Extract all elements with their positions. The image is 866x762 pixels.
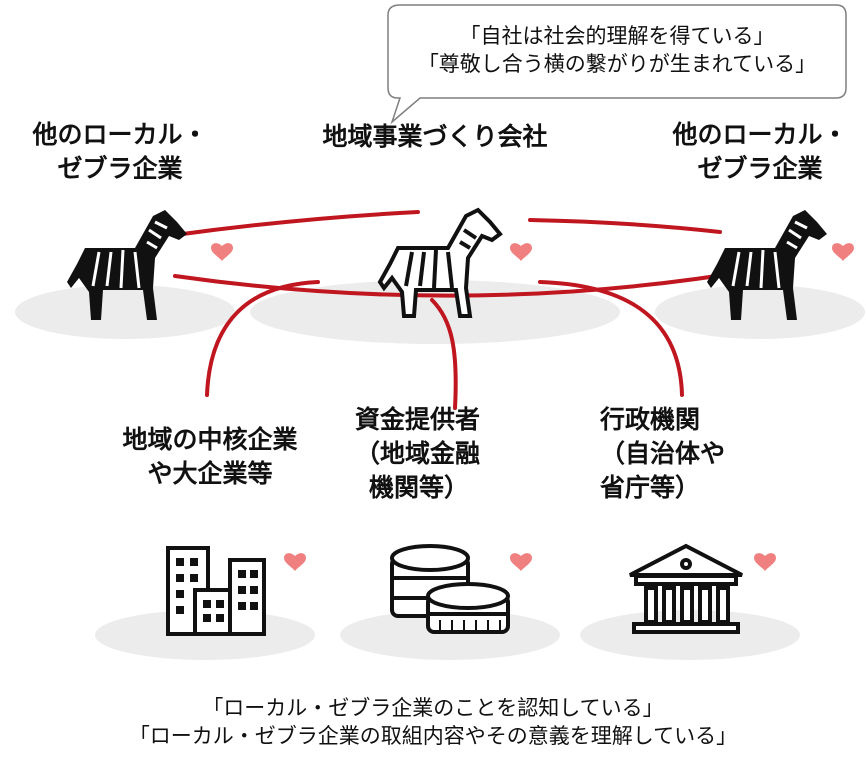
bottom-caption-line-1: 「ローカル・ゼブラ企業のことを認知している」 <box>202 696 664 720</box>
coins-icon <box>390 544 510 634</box>
label-core-companies: 地域の中核企業 や大企業等 <box>90 423 330 491</box>
government-building-icon <box>629 543 743 634</box>
label-government-line-1: 行政機関 <box>600 405 701 434</box>
label-core-companies-line-2: や大企業等 <box>147 459 273 488</box>
heart-icon <box>211 243 233 261</box>
buildings-icon <box>166 546 266 636</box>
heart-icon <box>510 243 532 261</box>
speech-bubble <box>387 4 847 125</box>
speech-line-2: 「尊敬し合う横の繋がりが生まれている」 <box>417 52 817 76</box>
label-left-zebra-line-2: ゼブラ企業 <box>57 154 183 183</box>
platform-center <box>250 280 620 344</box>
connector-center-right <box>528 218 722 234</box>
platform-left <box>15 285 235 339</box>
label-core-companies-line-1: 地域の中核企業 <box>122 425 298 454</box>
label-funders-line-3: 機関等） <box>369 473 470 502</box>
zebra-icon <box>707 210 827 320</box>
label-right-zebra-line-2: ゼブラ企業 <box>697 154 823 183</box>
bottom-caption-line-2: 「ローカル・ゼブラ企業の取組内容やその意義を理解している」 <box>128 724 738 748</box>
speech-line-1: 「自社は社会的理解を得ている」 <box>459 24 775 48</box>
zebra-icon <box>67 210 187 320</box>
heart-icon <box>284 553 306 571</box>
connector-core-center <box>205 280 320 397</box>
label-funders-line-2: （地域金融 <box>355 439 481 468</box>
label-center-zebra: 地域事業づくり会社 <box>300 120 570 154</box>
connector-left-center <box>173 210 420 237</box>
label-funders-line-1: 資金提供者 <box>355 405 481 434</box>
label-right-zebra-line-1: 他のローカル・ <box>672 120 848 149</box>
heart-icon <box>510 553 532 571</box>
zebra-icon <box>377 207 503 318</box>
platform-right <box>655 285 865 339</box>
label-government-line-3: 省庁等） <box>600 473 701 502</box>
heart-icon <box>832 243 854 261</box>
connector-government-center <box>538 280 684 397</box>
label-government-line-2: （自治体や <box>600 439 726 468</box>
speech-bubble-text: 「自社は社会的理解を得ている」 「尊敬し合う横の繋がりが生まれている」 <box>388 22 846 78</box>
label-right-zebra: 他のローカル・ ゼブラ企業 <box>660 118 860 186</box>
label-government: 行政機関 （自治体や 省庁等） <box>600 403 800 505</box>
label-left-zebra-line-1: 他のローカル・ <box>32 120 208 149</box>
label-left-zebra: 他のローカル・ ゼブラ企業 <box>20 118 220 186</box>
bottom-caption: 「ローカル・ゼブラ企業のことを認知している」 「ローカル・ゼブラ企業の取組内容や… <box>0 694 866 750</box>
connector-funders-center <box>430 298 458 410</box>
label-funders: 資金提供者 （地域金融 機関等） <box>355 403 555 505</box>
label-center-zebra-line-1: 地域事業づくり会社 <box>322 122 548 151</box>
heart-icon <box>754 553 776 571</box>
